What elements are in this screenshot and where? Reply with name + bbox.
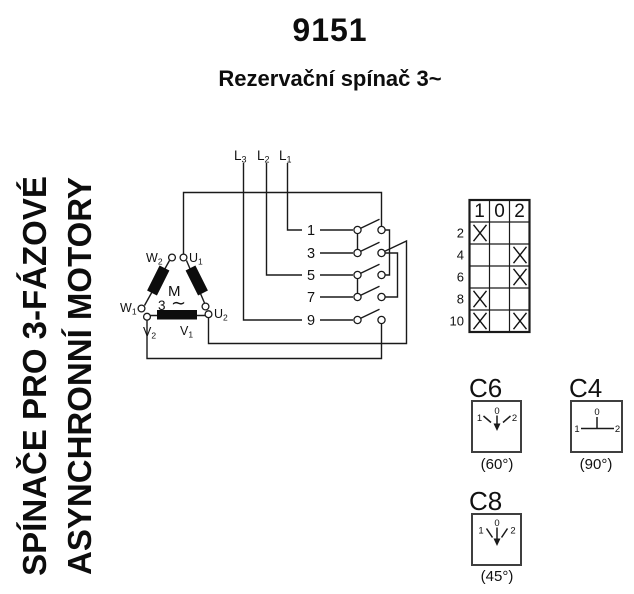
contact-table-row-labels: 2 4 6 8 10 <box>450 226 464 329</box>
terminal-label-u2: U2 <box>214 307 228 323</box>
variant-angle-c4: (90°) <box>579 456 613 473</box>
x-mark-icons <box>472 224 528 330</box>
variant-angle-c6: (60°) <box>480 456 514 473</box>
phase-supply-lines <box>242 163 302 321</box>
pos-2-label: 2 <box>615 424 620 435</box>
motor-winding-bottom <box>157 310 197 320</box>
pos-1-label: 1 <box>574 424 579 435</box>
table-col-2: 2 <box>514 201 525 222</box>
table-row-label-6: 6 <box>457 270 464 285</box>
terminal-label-u1: U1 <box>189 251 203 267</box>
contact-numbers: 1 3 5 7 9 <box>307 223 315 329</box>
table-col-1: 1 <box>474 201 485 222</box>
pos-2-label: 2 <box>510 526 515 537</box>
motor-wave-symbol: ∼ <box>171 293 186 313</box>
contact-number-9: 9 <box>307 313 315 329</box>
variant-box-c4: 0 1 2 <box>570 400 623 453</box>
phase-label-l3: L3 <box>234 148 247 165</box>
pos-0-label: 0 <box>494 406 499 417</box>
page-title: 9151 <box>292 12 368 48</box>
table-col-0: 0 <box>494 201 505 222</box>
position-diagram-45deg-icon: 0 1 2 <box>478 518 516 546</box>
table-row-label-8: 8 <box>457 292 464 307</box>
pos-1-label: 1 <box>478 526 483 537</box>
contact-table-headers: 1 0 2 <box>474 201 525 222</box>
u1-feed-wire <box>182 191 383 254</box>
switch-terminals <box>353 225 386 325</box>
contact-output-wires <box>146 229 408 360</box>
position-diagram-90deg-icon: 0 1 2 <box>574 407 620 435</box>
variant-box-c6: 0 1 2 <box>471 400 522 453</box>
terminal-label-v2: V2 <box>143 325 156 341</box>
page-subtitle: Rezervační spínač 3~ <box>218 66 442 91</box>
motor-winding-right <box>185 265 208 296</box>
variant-name-c4: C4 <box>569 373 603 403</box>
position-diagram-60deg-icon: 0 1 2 <box>477 406 517 431</box>
variant-name-c6: C6 <box>469 373 503 403</box>
contact-number-7: 7 <box>307 290 315 306</box>
contact-number-5: 5 <box>307 268 315 284</box>
pos-0-label: 0 <box>494 518 499 529</box>
contact-number-1: 1 <box>307 223 315 239</box>
motor-winding-left <box>147 265 170 296</box>
phase-label-l1: L1 <box>279 148 292 165</box>
table-row-label-4: 4 <box>457 248 464 263</box>
table-row-label-10: 10 <box>450 314 464 329</box>
motor-labels: W2 U1 W1 V2 V1 U2 M 3 ∼ <box>120 251 228 341</box>
pos-1-label: 1 <box>477 413 482 424</box>
motor-phase-count: 3 <box>158 298 166 313</box>
terminal-label-v1: V1 <box>180 324 193 340</box>
switch-blades <box>360 218 380 319</box>
variant-angle-c8: (45°) <box>480 568 514 585</box>
contact-feed-wires <box>320 229 359 321</box>
table-row-label-2: 2 <box>457 226 464 241</box>
variant-name-c8: C8 <box>469 486 503 516</box>
motor-delta <box>137 253 213 321</box>
motor-letter: M <box>168 283 181 300</box>
phase-label-l2: L2 <box>257 148 270 165</box>
contact-table: 1 0 2 2 4 6 8 10 <box>450 198 531 334</box>
pos-0-label: 0 <box>594 407 599 418</box>
contact-number-3: 3 <box>307 246 315 262</box>
phase-labels: L3 L2 L1 <box>234 148 292 165</box>
pos-2-label: 2 <box>512 413 517 424</box>
variant-box-c8: 0 1 2 <box>471 513 522 566</box>
terminal-label-w2: W2 <box>146 251 163 267</box>
terminal-label-w1: W1 <box>120 301 137 317</box>
